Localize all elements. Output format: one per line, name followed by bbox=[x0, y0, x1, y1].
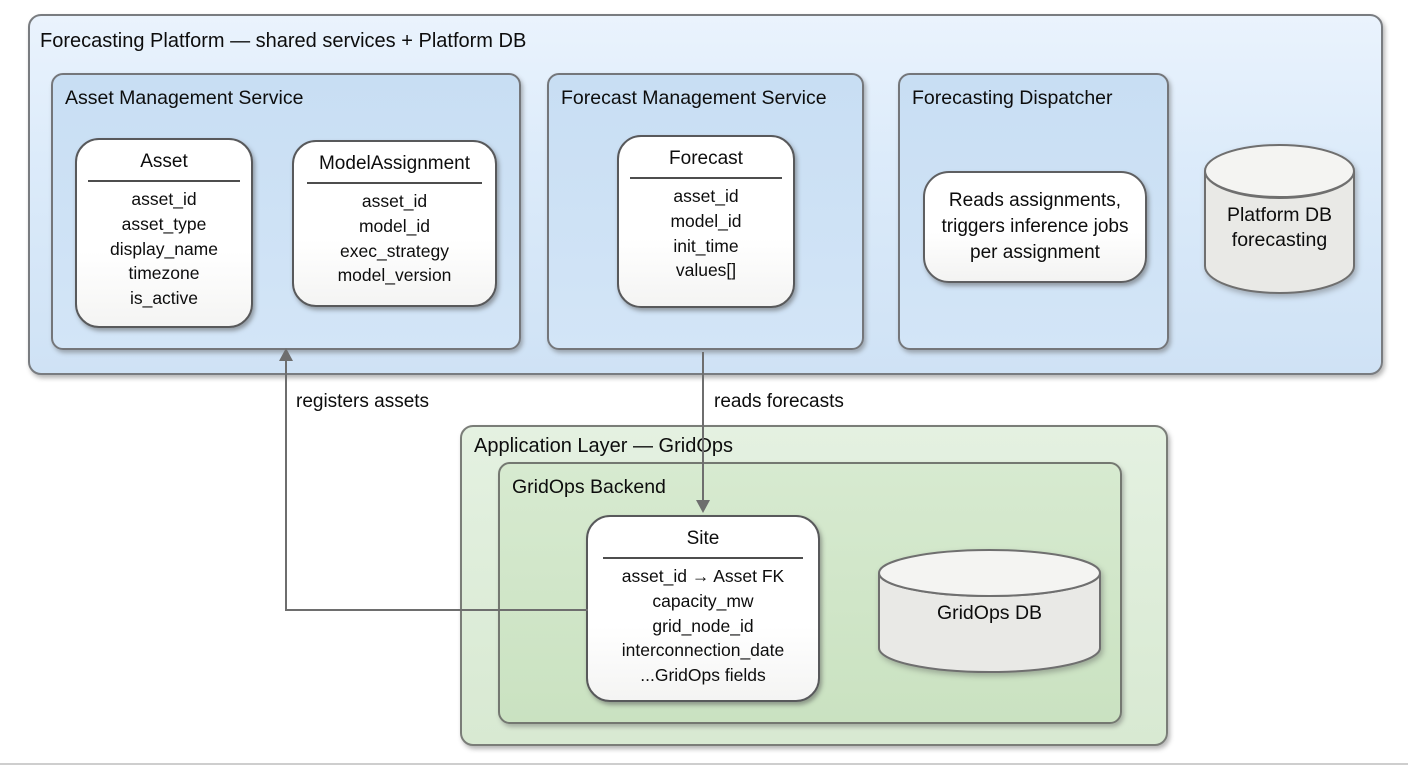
service-forecast-management: Forecast Management Service Forecast ass… bbox=[547, 73, 864, 350]
entity-title: Forecast bbox=[669, 148, 743, 169]
registers-assets-line-horizontal bbox=[285, 609, 588, 611]
entity-title: Site bbox=[686, 528, 720, 549]
database-cylinder-icon bbox=[1204, 144, 1355, 294]
entity-field: capacity_mw bbox=[652, 590, 754, 611]
service-title: Asset Management Service bbox=[65, 87, 304, 109]
entity-field: interconnection_date bbox=[621, 640, 785, 661]
application-layer-container: Application Layer — GridOps GridOps Back… bbox=[460, 425, 1168, 746]
entity-field: timezone bbox=[128, 263, 200, 284]
entity-title: ModelAssignment bbox=[318, 153, 471, 174]
gridops-backend-container: GridOps Backend Site asset_id → Asset FK… bbox=[498, 462, 1122, 724]
entity-model-assignment: ModelAssignment asset_id model_id exec_s… bbox=[292, 140, 497, 307]
entity-field: is_active bbox=[129, 288, 199, 309]
dispatcher-note-text: Reads assignments, triggers inference jo… bbox=[941, 190, 1129, 263]
service-title: Forecast Management Service bbox=[561, 87, 827, 109]
entity-field: values[] bbox=[675, 260, 737, 281]
entity-field: asset_id bbox=[673, 186, 739, 206]
reads-forecasts-line-vertical bbox=[702, 352, 704, 501]
platform-title: Forecasting Platform — shared services +… bbox=[40, 30, 527, 52]
reads-forecasts-label: reads forecasts bbox=[714, 391, 844, 412]
arrowhead-up-icon bbox=[279, 348, 293, 361]
gridops-db-cylinder: GridOps DB bbox=[877, 548, 1102, 674]
entity-field: ...GridOps fields bbox=[640, 665, 766, 686]
entity-field: model_version bbox=[337, 265, 452, 286]
service-asset-management: Asset Management Service Asset asset_id … bbox=[51, 73, 521, 350]
backend-title: GridOps Backend bbox=[512, 476, 666, 498]
service-forecasting-dispatcher: Forecasting Dispatcher Reads assignments… bbox=[898, 73, 1169, 350]
entity-asset: Asset asset_id asset_type display_name t… bbox=[75, 138, 253, 328]
entity-field: asset_id bbox=[131, 189, 197, 209]
platform-db-cylinder: Platform DB forecasting bbox=[1203, 143, 1356, 295]
dispatcher-note: Reads assignments, triggers inference jo… bbox=[923, 171, 1147, 283]
gridops-db-label: GridOps DB bbox=[936, 602, 1043, 624]
entity-site: Site asset_id → Asset FK capacity_mw gri… bbox=[586, 515, 820, 702]
platform-db-label: Platform DB forecasting bbox=[1226, 204, 1333, 251]
entity-field: display_name bbox=[110, 238, 218, 259]
registers-assets-line-vertical bbox=[285, 360, 287, 611]
entity-title-separator bbox=[630, 177, 782, 179]
entity-field: model_id bbox=[358, 215, 431, 236]
entity-title-separator bbox=[307, 182, 482, 184]
entity-field: asset_type bbox=[121, 213, 207, 234]
bottom-edge-line bbox=[0, 763, 1408, 765]
entity-title: Asset bbox=[140, 151, 188, 172]
entity-title-separator bbox=[88, 180, 240, 182]
registers-assets-label: registers assets bbox=[296, 391, 430, 412]
application-layer-title: Application Layer — GridOps bbox=[474, 435, 734, 457]
entity-forecast: Forecast asset_id model_id init_time val… bbox=[617, 135, 795, 308]
entity-field: exec_strategy bbox=[340, 240, 449, 261]
platform-container: Forecasting Platform — shared services +… bbox=[28, 14, 1383, 375]
entity-field: grid_node_id bbox=[652, 615, 754, 636]
entity-field: init_time bbox=[673, 235, 739, 256]
entity-field: asset_id bbox=[361, 191, 428, 211]
arrowhead-down-icon bbox=[696, 500, 710, 513]
service-title: Forecasting Dispatcher bbox=[912, 87, 1113, 109]
entity-field: asset_id → Asset FK bbox=[621, 566, 785, 586]
database-cylinder-icon bbox=[878, 549, 1101, 673]
entity-field: model_id bbox=[670, 210, 742, 231]
entity-title-separator bbox=[602, 557, 804, 559]
